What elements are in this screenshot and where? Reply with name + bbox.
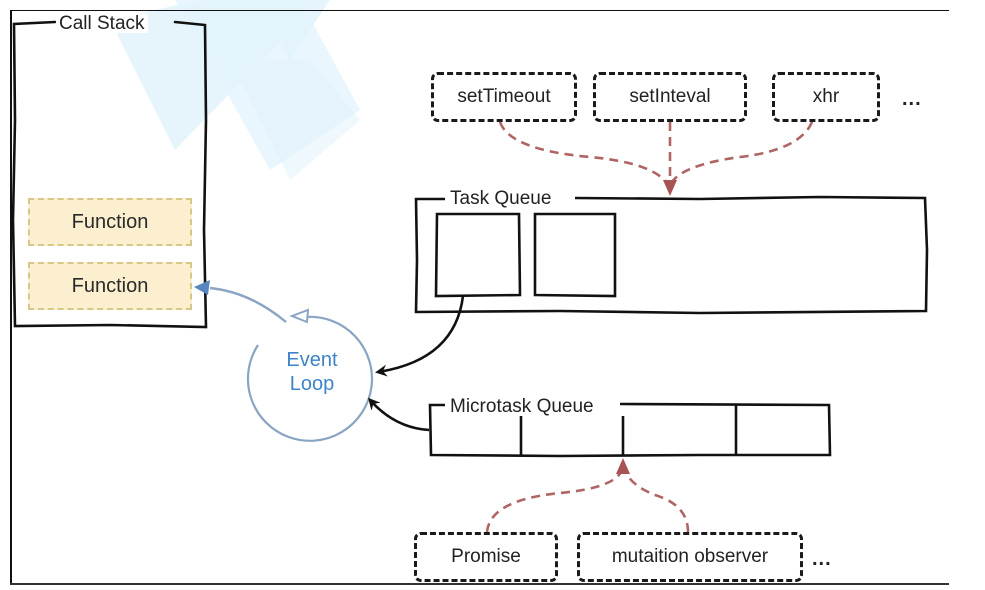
event-loop-circle [246, 315, 374, 442]
frame-top-border [10, 10, 949, 11]
frame-bottom-border [10, 583, 949, 585]
task-source-xhr: xhr [772, 72, 880, 122]
call-stack-frame: Function [28, 198, 192, 246]
microtask-source-promise: Promise [414, 532, 558, 582]
call-stack-label: Call Stack [56, 14, 148, 33]
event-loop-label-line1: Event [286, 349, 338, 371]
call-stack-frame-label: Function [71, 274, 149, 297]
task-source-setinterval: setInteval [593, 72, 747, 122]
call-stack-frame: Function [28, 262, 192, 310]
task-source-more: ... [902, 88, 922, 110]
call-stack-box [11, 20, 208, 329]
task-source-arrows [498, 121, 814, 186]
event-loop-to-stack-arrow [209, 286, 287, 323]
call-stack-frame-label: Function [71, 210, 149, 233]
event-loop-label-line2: Loop [289, 373, 335, 395]
microtask-source-label: mutaition observer [611, 546, 769, 567]
frame-left-border [10, 10, 12, 584]
microtask-to-event-loop-arrow [368, 397, 430, 432]
event-loop-arrowhead-icon [289, 308, 310, 324]
task-source-label: xhr [812, 86, 840, 107]
task-source-settimeout: setTimeout [431, 72, 577, 122]
task-source-label: setInteval [629, 86, 711, 107]
task-queue-arrowhead-icon [663, 180, 677, 196]
task-queue-label: Task Queue [447, 189, 555, 208]
microtask-queue-label: Microtask Queue [447, 397, 597, 416]
microtask-source-more: ... [812, 548, 832, 570]
microtask-queue-arrowhead-icon [616, 458, 630, 474]
task-to-event-loop-arrow [375, 295, 465, 377]
task-queue-box [414, 195, 929, 315]
microtask-source-arrows [485, 469, 690, 533]
stack-arrowhead-icon [194, 280, 210, 295]
task-queue-slot [434, 212, 522, 298]
microtask-queue-box [428, 402, 832, 458]
microtask-source-label: Promise [451, 546, 521, 567]
task-source-label: setTimeout [457, 86, 551, 107]
event-loop-label: Event Loop [272, 348, 352, 396]
microtask-source-mutation-observer: mutaition observer [577, 532, 803, 582]
task-queue-slot [533, 212, 617, 298]
